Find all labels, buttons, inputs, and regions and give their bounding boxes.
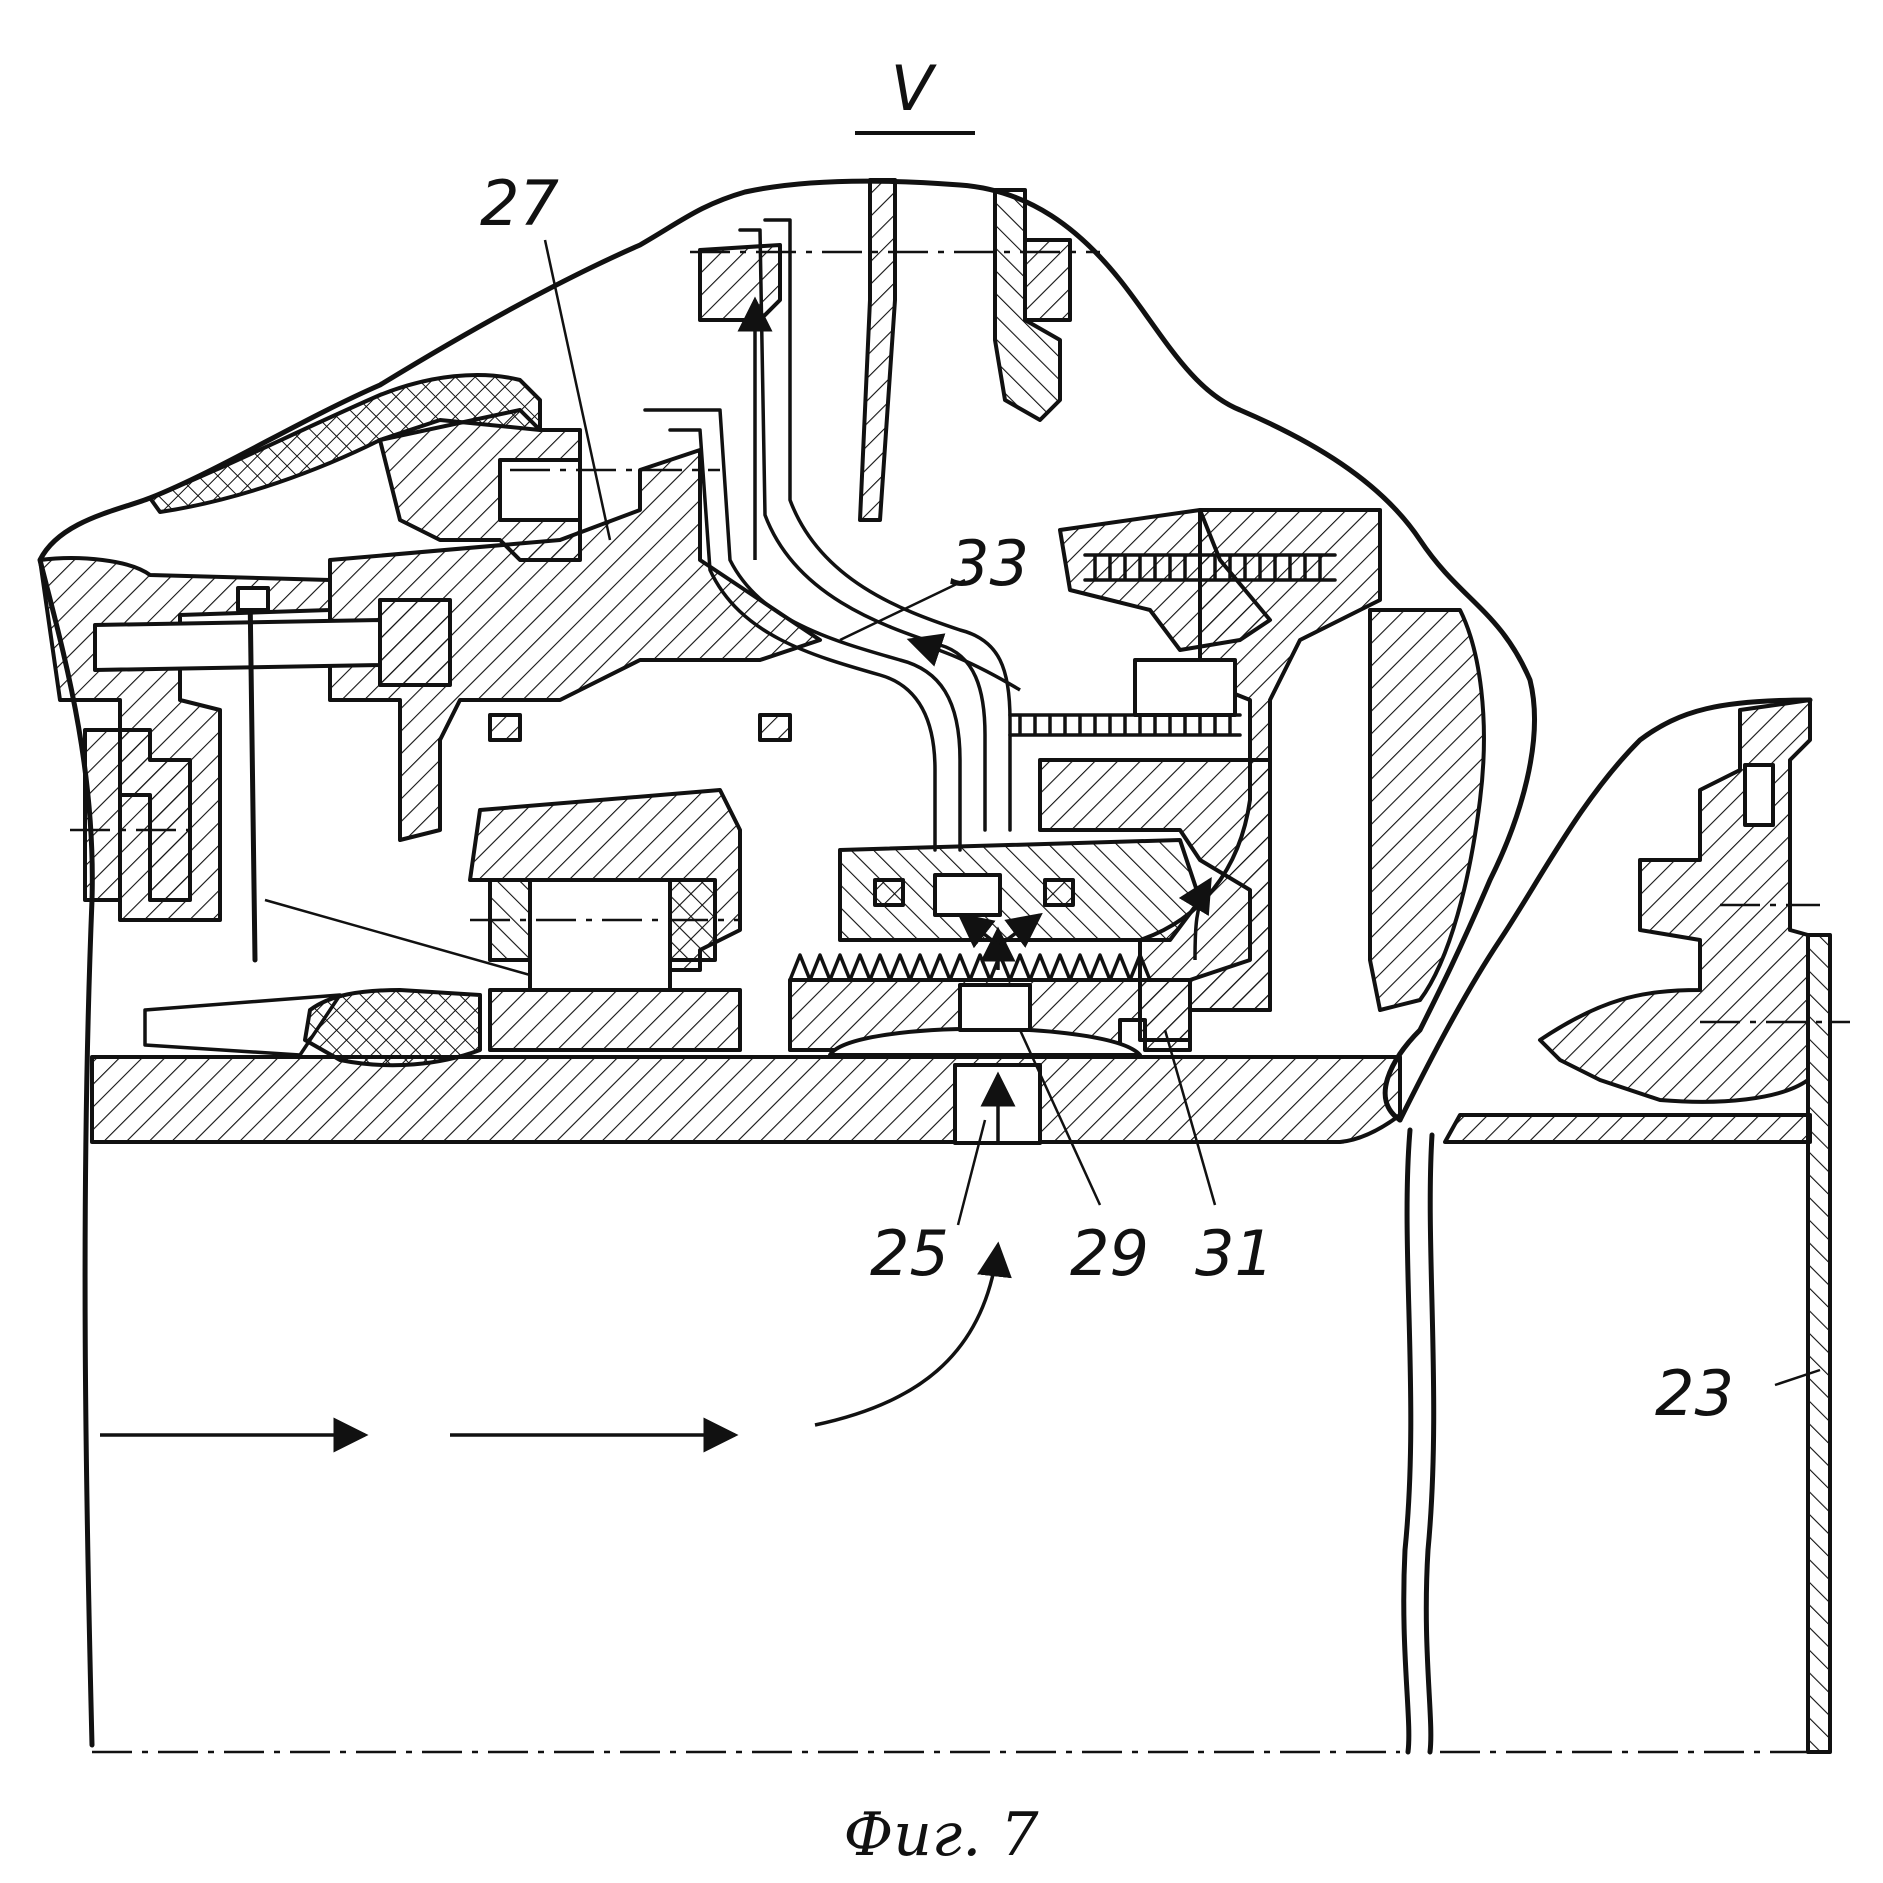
label-31: 31 xyxy=(1195,1217,1274,1290)
plate-23 xyxy=(1808,935,1830,1752)
lever-bolt xyxy=(380,600,450,685)
seal-ring-1 xyxy=(490,715,520,740)
seal-ring-4 xyxy=(1045,880,1073,905)
seal-carrier-port xyxy=(935,875,1000,915)
seal-ring-2 xyxy=(760,715,790,740)
right-bolt xyxy=(1745,765,1773,825)
seal-ring-3 xyxy=(875,880,903,905)
label-33: 33 xyxy=(950,527,1029,600)
shaft-break-line-2 xyxy=(1426,1135,1433,1752)
view-title: V xyxy=(855,52,975,133)
lever-link xyxy=(95,620,380,670)
pushrod-cap xyxy=(238,588,268,610)
label-23: 23 xyxy=(1655,1357,1734,1430)
lower-gear-teeth xyxy=(1010,715,1240,735)
gear-block xyxy=(1135,660,1235,715)
right-flange xyxy=(1540,700,1810,1102)
top-casing-plate xyxy=(700,245,780,320)
lower-hub xyxy=(490,990,740,1050)
right-shaft xyxy=(1445,1115,1810,1142)
label-29: 29 xyxy=(1070,1217,1149,1290)
main-shaft xyxy=(92,1057,1400,1142)
housing-break-outline xyxy=(40,181,1534,1745)
oil-hole-29 xyxy=(960,985,1030,1030)
view-title-text: V xyxy=(891,52,938,125)
gear-bore xyxy=(530,880,670,990)
housing-right-wall xyxy=(1370,610,1484,1010)
lower-seal xyxy=(305,990,480,1065)
shaft-break-line xyxy=(1404,1130,1411,1752)
top-casing-strip xyxy=(860,180,895,520)
figure-caption: Фиг. 7 xyxy=(843,1800,1039,1870)
label-25: 25 xyxy=(870,1217,949,1290)
labyrinth-teeth xyxy=(790,955,1150,980)
label-27: 27 xyxy=(480,167,559,240)
